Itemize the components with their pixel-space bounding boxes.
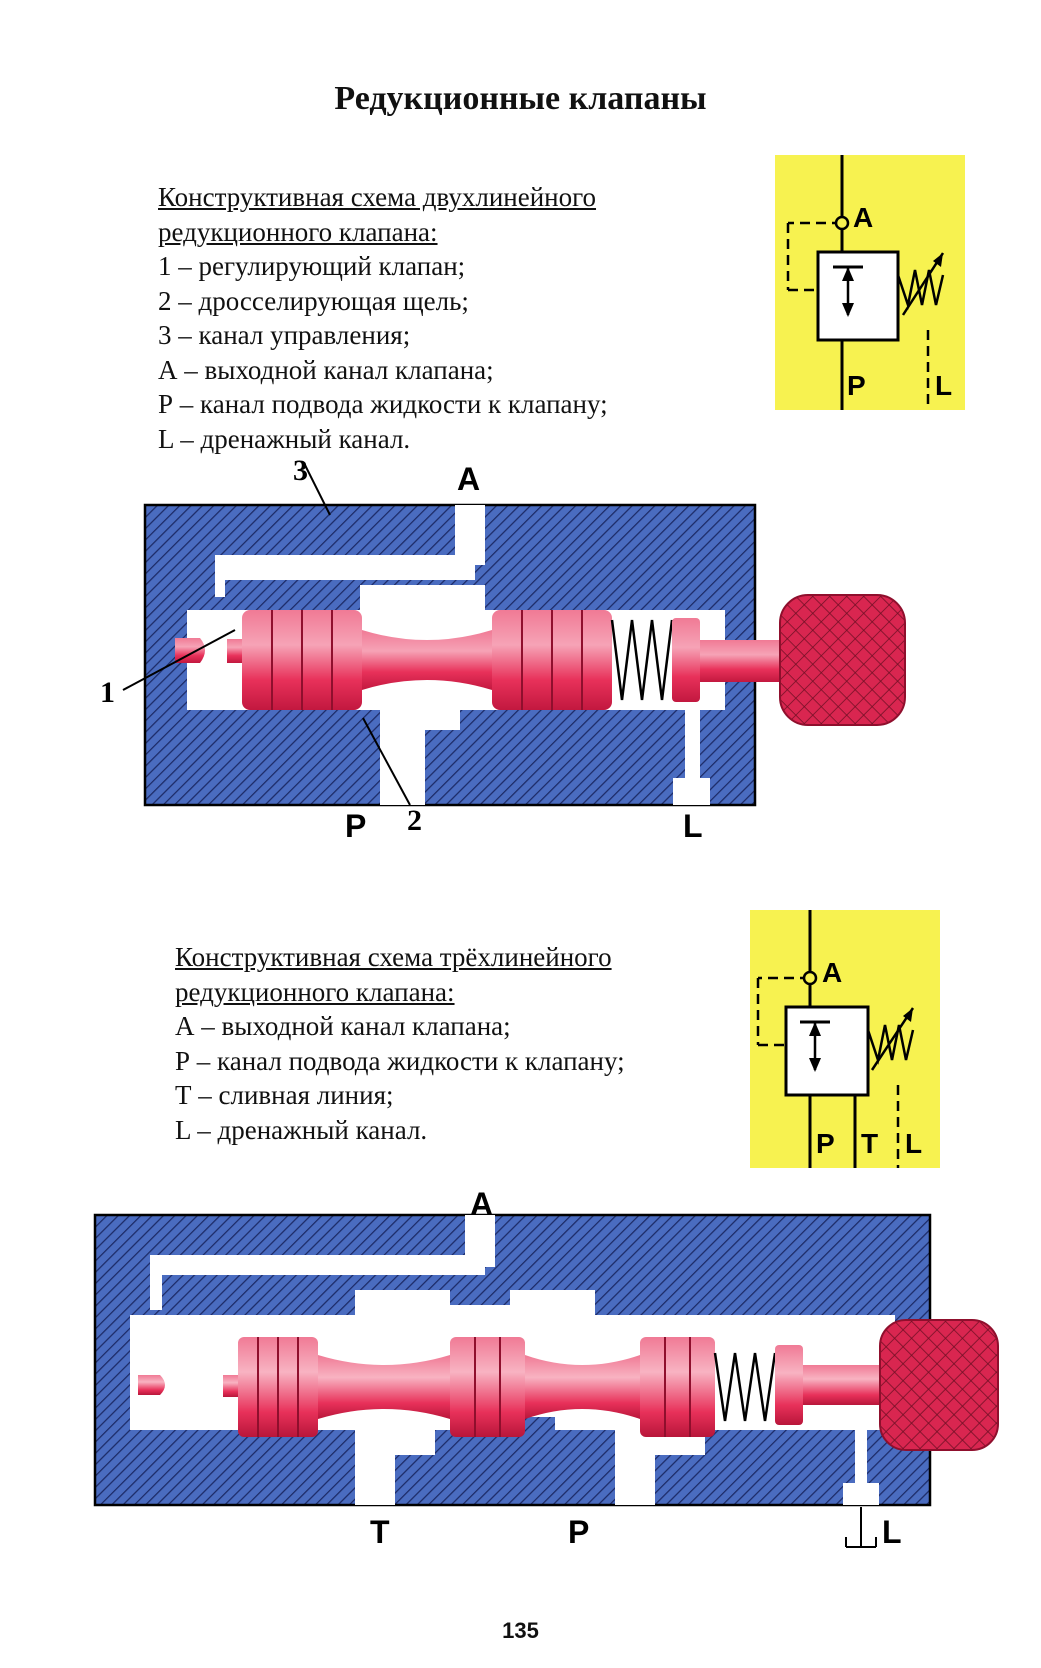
section2-heading: Конструктивная схема трёхлинейного (175, 942, 612, 972)
symbol-label-p: P (847, 370, 866, 401)
page-number: 135 (502, 1618, 539, 1643)
symbol-label-a: A (822, 957, 842, 988)
symbol-label-p: P (816, 1128, 835, 1159)
section1-item: 2 – дросселирующая щель; (158, 285, 469, 316)
valve-symbol-2line: A P L (775, 155, 965, 410)
section1-item: Р – канал подвода жидкости к клапану; (158, 389, 608, 419)
page-title: Редукционные клапаны (334, 80, 707, 117)
label-3: 3 (293, 454, 308, 487)
spool (242, 610, 612, 710)
spool (238, 1337, 715, 1437)
symbol-label-l: L (935, 370, 952, 401)
port-label-l: L (882, 1514, 902, 1550)
valve-diagram-3line: A T P L (93, 1186, 999, 1550)
section1-heading-cont: редукционного клапана: (158, 216, 438, 247)
port-label-a: A (457, 461, 480, 497)
label-2: 2 (407, 804, 422, 837)
symbol-label-l: L (905, 1128, 922, 1159)
symbol-label-a: A (853, 202, 873, 233)
section1-item: 1 – регулирующий клапан; (158, 251, 466, 281)
port-label-l: L (683, 808, 703, 844)
section1-item: L – дренажный канал. (158, 423, 411, 454)
valve-diagram-2line: 1 3 2 A P L (100, 454, 906, 844)
section2-item: Р – канал подвода жидкости к клапану; (175, 1045, 625, 1076)
section1-heading: Конструктивная схема двухлинейного (158, 182, 597, 212)
section2-heading-cont: редукционного клапана: (175, 976, 455, 1007)
port-label-p: P (568, 1514, 589, 1550)
port-label-t: T (370, 1514, 390, 1550)
section1-item: 3 – канал управления; (158, 320, 411, 350)
section1-description: Конструктивная схема двухлинейного редук… (158, 180, 608, 456)
section1-item: А – выходной канал клапана; (158, 354, 494, 385)
port-label-p: P (345, 808, 366, 844)
section2-item: А – выходной канал клапана; (175, 1011, 511, 1041)
section2-description: Конструктивная схема трёхлинейного редук… (175, 940, 625, 1147)
valve-symbol-3line: A P T L (750, 910, 940, 1168)
port-label-a: A (470, 1186, 493, 1222)
section2-item: L – дренажный канал. (175, 1114, 428, 1145)
label-1: 1 (100, 676, 115, 709)
symbol-label-t: T (861, 1128, 878, 1159)
section2-item: Т – сливная линия; (175, 1080, 394, 1110)
